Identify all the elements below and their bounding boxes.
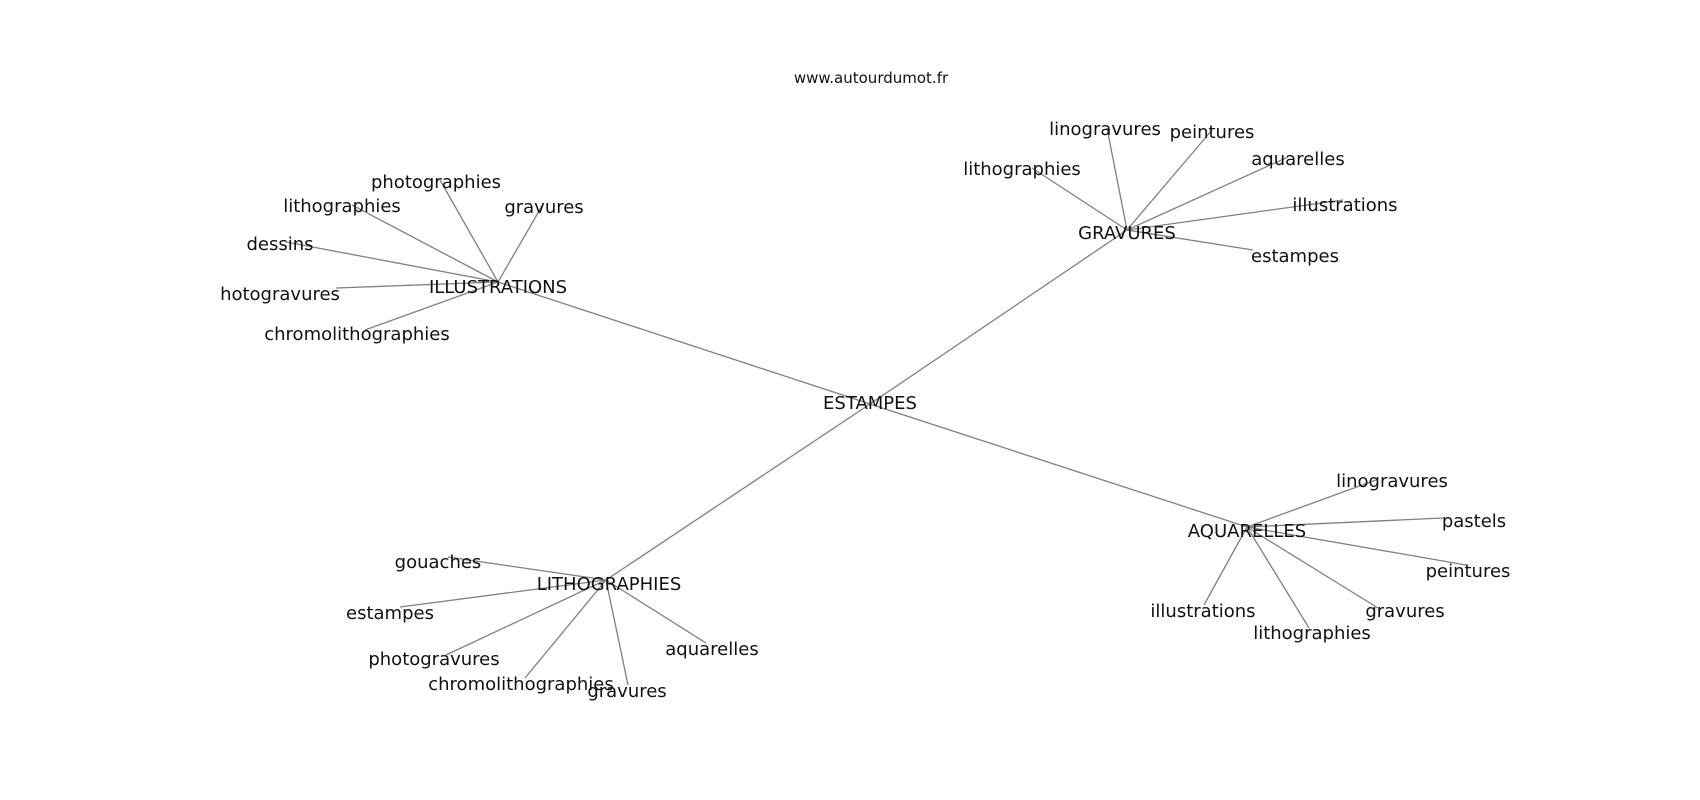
- edge-aquarelles-to-peintures: [1246, 526, 1467, 566]
- edge-illustrations-to-dessins: [285, 241, 499, 283]
- leaf-node-label: chromolithographies: [264, 324, 450, 345]
- edge-aquarelles-to-lithographies: [1246, 526, 1310, 629]
- leaf-node-label: dessins: [246, 234, 313, 255]
- edge-illustrations-to-hotogravures: [335, 281, 499, 289]
- edge-lithographies-to-gouaches: [447, 556, 607, 581]
- leaf-node-label: illustrations: [1150, 601, 1255, 622]
- leaf-node-label: pastels: [1442, 511, 1506, 532]
- edge-gravures-to-estampes: [1126, 229, 1254, 251]
- leaf-node-label: linogravures: [1336, 471, 1448, 492]
- edge-aquarelles-to-gravures: [1246, 526, 1379, 609]
- edge-aquarelles-to-linogravures: [1246, 479, 1377, 528]
- edge-lithographies-to-gravures: [605, 579, 629, 686]
- edge-center-to-illustrations: [497, 281, 871, 405]
- edge-lithographies-to-aquarelles: [605, 579, 707, 644]
- edge-gravures-to-illustrations: [1126, 199, 1344, 231]
- edge-lithographies-to-estampes: [399, 579, 607, 608]
- edge-illustrations-to-chromolithographies: [364, 281, 499, 331]
- leaf-node-label: gravures: [504, 197, 583, 218]
- group-node-label: GRAVURES: [1078, 223, 1176, 244]
- leaf-node-label: peintures: [1170, 122, 1255, 143]
- leaf-node-label: lithographies: [963, 159, 1081, 180]
- leaf-node-label: photographies: [371, 172, 501, 193]
- edge-gravures-to-peintures: [1126, 129, 1213, 231]
- leaf-node-label: aquarelles: [1251, 149, 1344, 170]
- leaf-node-label: estampes: [1251, 246, 1339, 267]
- labels-layer: www.autourdumot.fr ESTAMPES ILLUSTRATIONS…: [220, 69, 1510, 702]
- edge-illustrations-to-photographies: [439, 179, 499, 283]
- edge-gravures-to-lithographies: [1031, 167, 1128, 231]
- leaf-node-label: estampes: [346, 603, 434, 624]
- edge-gravures-to-linogravures: [1106, 127, 1128, 231]
- leaf-node-label: gravures: [1365, 601, 1444, 622]
- leaf-node-label: gravures: [587, 681, 666, 702]
- leaf-node-label: peintures: [1426, 561, 1511, 582]
- leaf-node-label: photogravures: [368, 649, 499, 670]
- edge-gravures-to-aquarelles: [1126, 156, 1289, 231]
- edge-aquarelles-to-pastels: [1246, 517, 1444, 528]
- edge-aquarelles-to-illustrations: [1203, 526, 1248, 606]
- leaf-node-label: aquarelles: [665, 639, 758, 660]
- leaf-node-label: lithographies: [1253, 623, 1371, 644]
- edge-lithographies-to-chromolithographies: [524, 579, 607, 679]
- leaf-node-label: linogravures: [1049, 119, 1161, 140]
- group-node-label: LITHOGRAPHIES: [537, 574, 682, 595]
- center-node-label: ESTAMPES: [823, 393, 917, 414]
- edge-center-to-lithographies: [605, 403, 871, 581]
- leaf-node-label: chromolithographies: [428, 674, 614, 695]
- edge-illustrations-to-lithographies: [351, 204, 499, 283]
- edges-layer: [285, 127, 1467, 686]
- leaf-node-label: illustrations: [1292, 195, 1397, 216]
- edge-lithographies-to-photogravures: [445, 579, 607, 656]
- group-node-label: ILLUSTRATIONS: [429, 277, 567, 298]
- edge-illustrations-to-gravures: [497, 205, 543, 283]
- edge-center-to-aquarelles: [869, 403, 1248, 528]
- leaf-node-label: lithographies: [283, 196, 401, 217]
- leaf-node-label: gouaches: [395, 552, 482, 573]
- leaf-node-label: hotogravures: [220, 284, 340, 305]
- group-node-label: AQUARELLES: [1188, 521, 1306, 542]
- watermark-text: www.autourdumot.fr: [794, 69, 949, 87]
- edge-center-to-gravures: [869, 229, 1128, 405]
